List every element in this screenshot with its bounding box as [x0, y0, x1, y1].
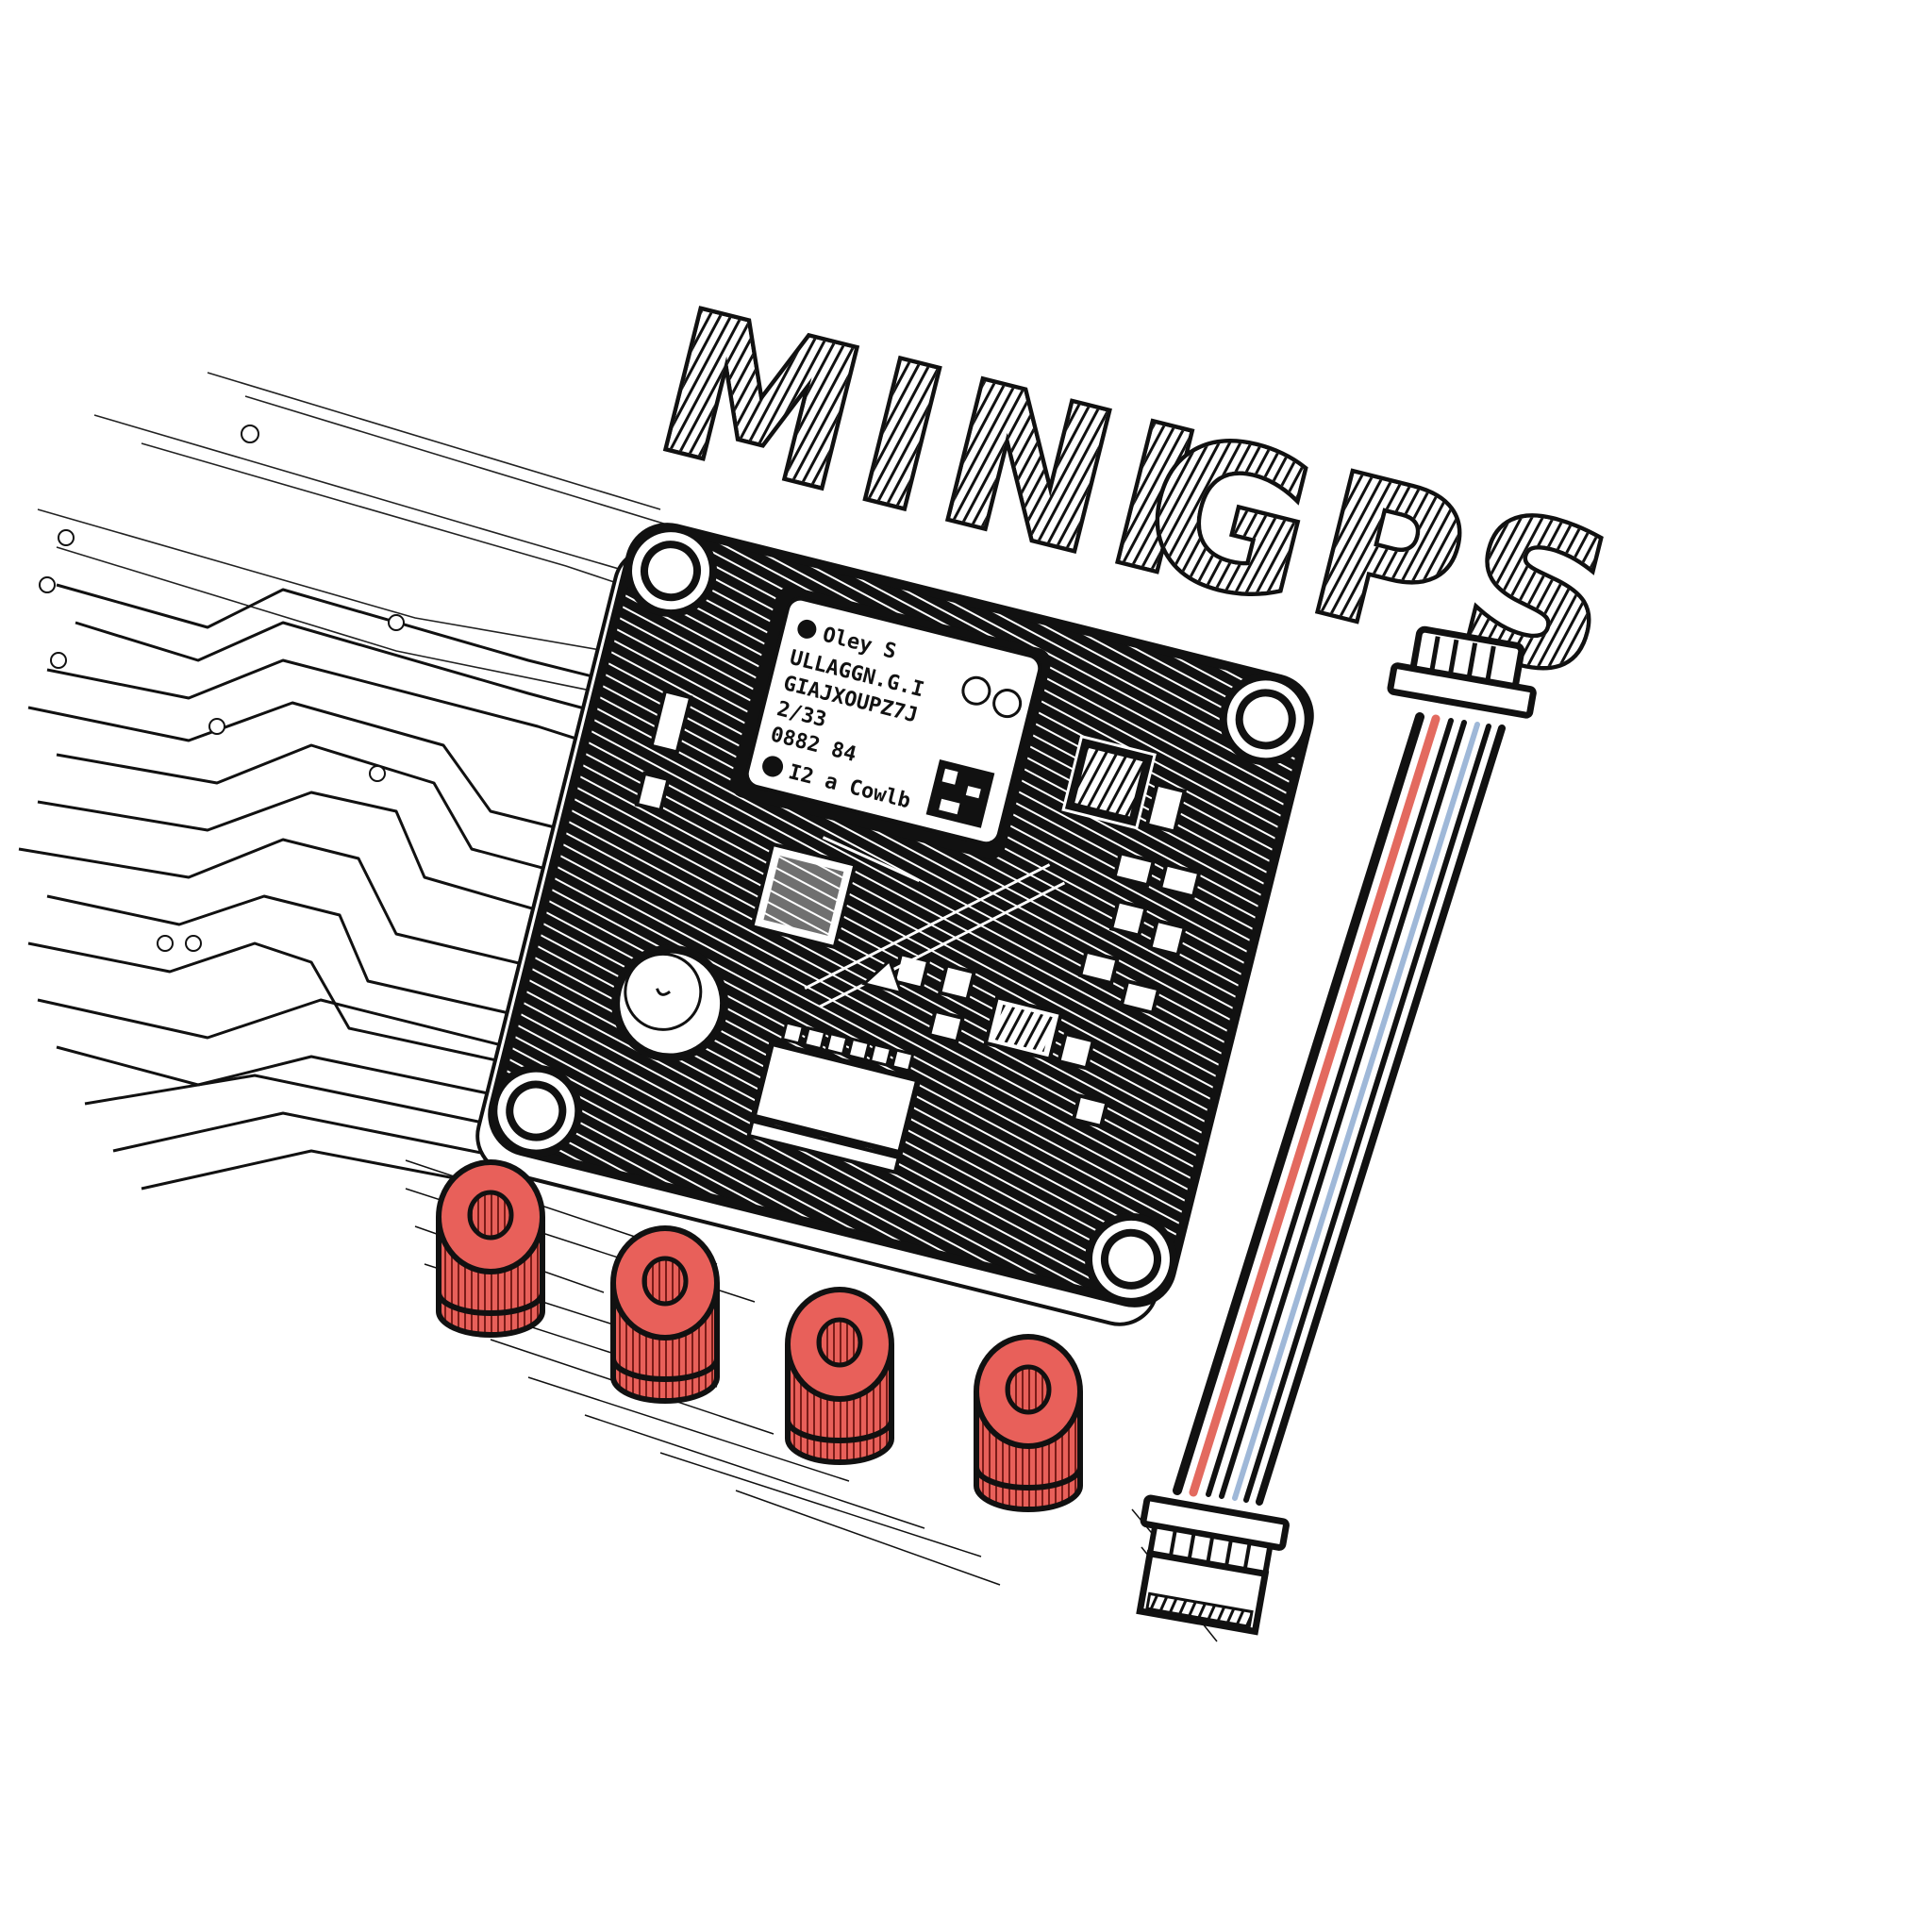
- standoff-2: [610, 1225, 720, 1404]
- qfn-chip: [749, 841, 858, 950]
- qr-code-icon: [925, 759, 995, 828]
- standoff-3: [785, 1287, 894, 1465]
- cable-connector-bottom: [1136, 1494, 1290, 1636]
- gps-board: Oley S ULLAGGN.G.I GIAJXOUPZ7J 2/33 0882…: [475, 523, 1314, 1326]
- board-connector: [746, 1021, 922, 1175]
- arrow-icon: [861, 958, 904, 995]
- cable-connector-top: [1387, 625, 1537, 719]
- standoff-1: [436, 1159, 545, 1338]
- standoff-4: [974, 1334, 1083, 1512]
- mounting-holes: [490, 525, 1312, 1306]
- standoffs: [436, 1159, 1083, 1512]
- smd-components: [634, 689, 1202, 1129]
- ic-chip-small: [983, 994, 1064, 1062]
- circuit-traces: [18, 372, 680, 1191]
- capacitor: [611, 944, 729, 1062]
- ic-chip: [1061, 734, 1157, 830]
- gps-module-chip: Oley S ULLAGGN.G.I GIAJXOUPZ7J 2/33 0882…: [729, 586, 1051, 859]
- cable-wires: [1173, 712, 1506, 1506]
- jst-cable: [1136, 625, 1537, 1636]
